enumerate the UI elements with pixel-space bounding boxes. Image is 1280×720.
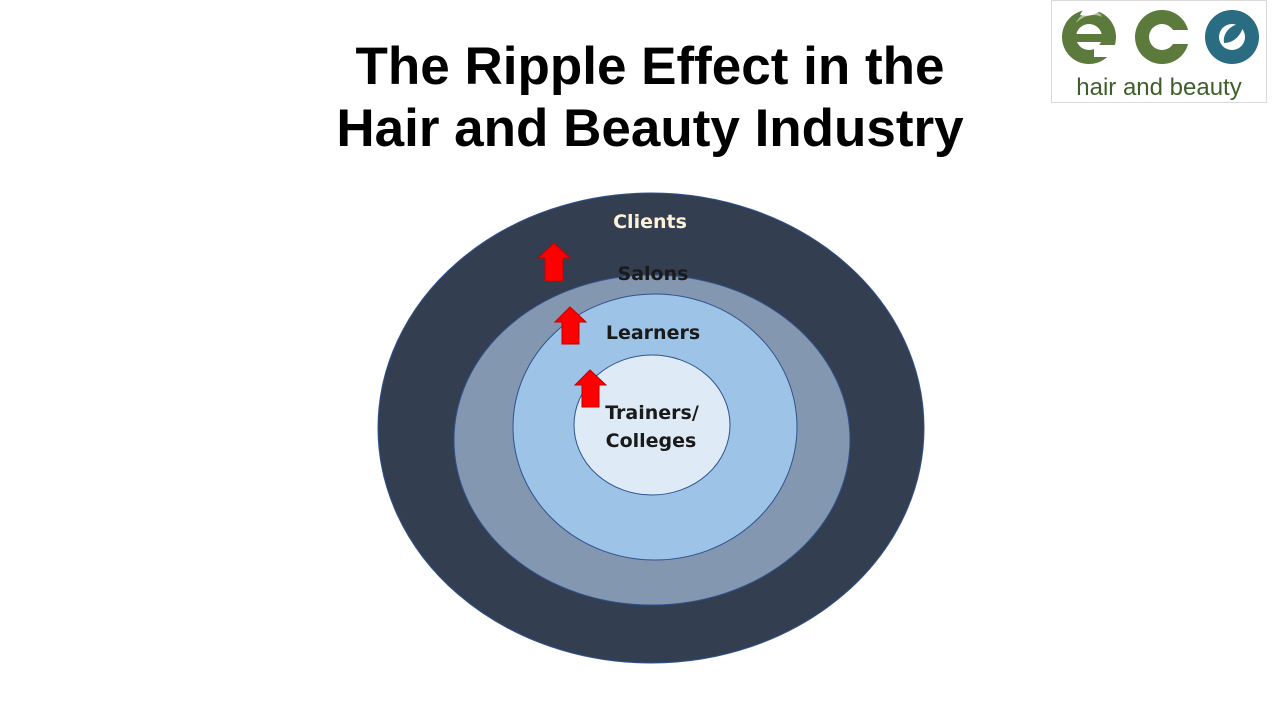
up-arrow-icon <box>573 369 608 408</box>
up-arrow-icon <box>536 242 572 282</box>
slide-title-line-1: The Ripple Effect in the <box>355 37 945 96</box>
label-trainers: Trainers/ <box>605 402 699 424</box>
up-arrow-icon <box>553 306 588 345</box>
logo-graphic: hair and beauty <box>1062 5 1259 101</box>
logo-letter-e <box>1062 10 1116 64</box>
label-learners: Learners <box>606 322 700 344</box>
logo-letter-c <box>1135 10 1192 64</box>
label-clients: Clients <box>613 211 687 233</box>
slide-title: The Ripple Effect in the Hair and Beauty… <box>250 36 1050 160</box>
leaf-icon <box>1080 5 1104 16</box>
label-salons: Salons <box>618 263 689 285</box>
slide-title-line-2: Hair and Beauty Industry <box>336 99 964 158</box>
label-colleges: Colleges <box>606 430 697 452</box>
logo-tagline: hair and beauty <box>1076 74 1241 101</box>
ring-trainers-colleges <box>573 354 731 496</box>
logo-letter-o <box>1205 10 1259 64</box>
eco-hair-and-beauty-logo: hair and beauty <box>1051 0 1267 103</box>
